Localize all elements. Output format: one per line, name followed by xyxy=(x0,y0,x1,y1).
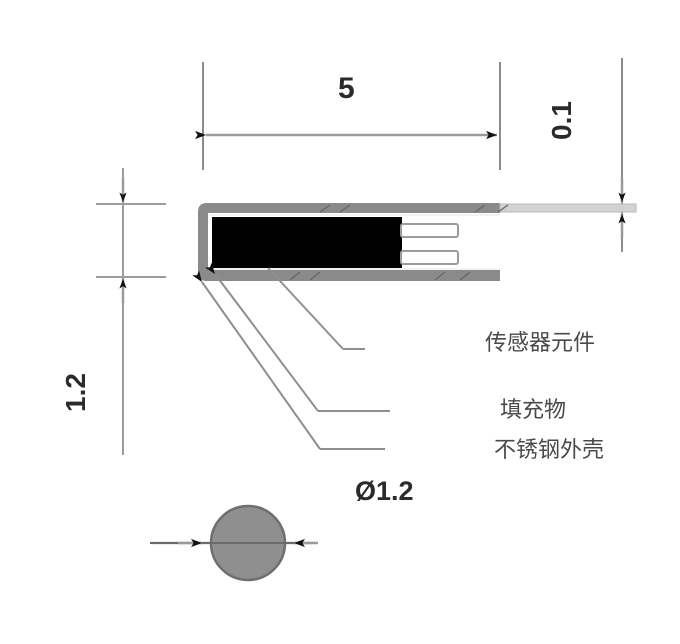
callout-label-filler: 填充物 xyxy=(500,398,567,423)
callout-leader-group xyxy=(192,262,390,450)
hatch-tick-top-3 xyxy=(474,204,486,213)
wire-lead-upper xyxy=(400,223,459,238)
hatch-tick-bottom-4 xyxy=(459,271,471,281)
leader-line-filler xyxy=(205,262,319,412)
hatch-tick-bottom-3 xyxy=(434,271,446,281)
housing-top-bar xyxy=(207,203,500,213)
thickness-dimension-label: 0.1 xyxy=(546,101,577,140)
length-dimension-label: 5 xyxy=(338,72,355,105)
housing-bottom-bar xyxy=(205,270,500,281)
sensor-element-block xyxy=(212,217,402,268)
leader-line-sensor-element xyxy=(267,267,344,350)
hatch-tick-top-2 xyxy=(339,204,351,213)
probe-body-group xyxy=(198,203,637,281)
length-dimension-group xyxy=(195,62,501,170)
hatch-tick-bottom-2 xyxy=(309,271,321,281)
housing-left-cap xyxy=(198,203,208,281)
height-dimension-group xyxy=(96,168,166,455)
hatch-tick-bottom-1 xyxy=(289,271,301,281)
wire-lead-lower xyxy=(400,250,459,265)
hatch-tick-top-4 xyxy=(497,204,509,213)
callout-label-sensor-element: 传感器元件 xyxy=(485,331,596,356)
hatch-tick-top-1 xyxy=(319,204,331,213)
callout-label-housing: 不锈钢外壳 xyxy=(494,438,605,463)
height-dimension-label: 1.2 xyxy=(60,373,91,412)
housing-extension-strip xyxy=(499,203,637,213)
diameter-dimension-label: Ø1.2 xyxy=(355,476,414,506)
cross-section-group xyxy=(150,504,318,582)
leader-line-housing xyxy=(192,270,321,450)
